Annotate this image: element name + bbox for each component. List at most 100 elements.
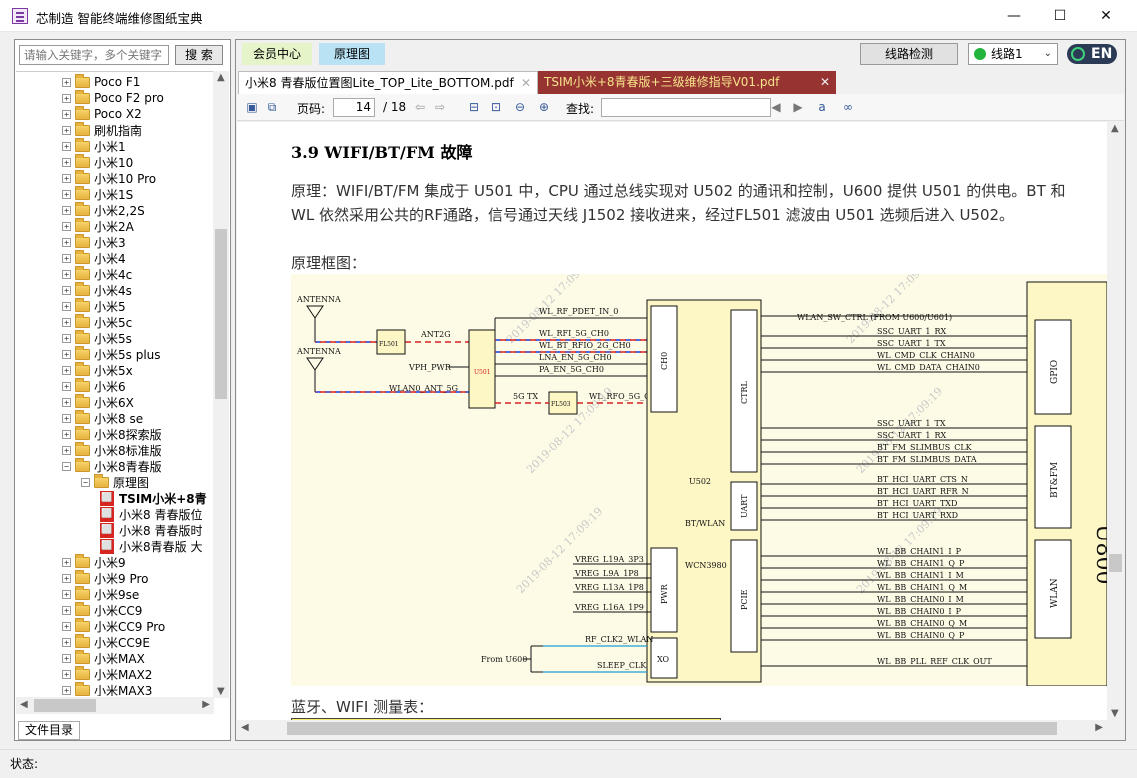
tree-item[interactable]: +小米3 bbox=[62, 233, 126, 250]
tree-item[interactable]: +小米4s bbox=[62, 281, 132, 298]
scroll-right-icon[interactable]: ▶ bbox=[1095, 722, 1103, 733]
binoculars-icon[interactable]: ∞ bbox=[843, 100, 853, 114]
tree-item[interactable]: +小米CC9E bbox=[62, 633, 150, 650]
expand-icon[interactable]: + bbox=[62, 397, 71, 407]
expand-icon[interactable]: + bbox=[62, 317, 71, 327]
page-number-input[interactable]: 14 bbox=[333, 98, 375, 117]
expand-icon[interactable]: + bbox=[62, 125, 71, 135]
scroll-left-icon[interactable]: ◀ bbox=[20, 699, 28, 710]
expand-icon[interactable]: + bbox=[62, 301, 71, 311]
prev-page-icon[interactable]: ⇦ bbox=[414, 100, 426, 114]
expand-icon[interactable]: + bbox=[62, 333, 71, 343]
expand-icon[interactable]: + bbox=[62, 669, 71, 679]
expand-icon[interactable]: + bbox=[62, 77, 71, 87]
search-input[interactable] bbox=[19, 45, 169, 65]
expand-icon[interactable]: + bbox=[62, 173, 71, 183]
tree-item[interactable]: +小米1S bbox=[62, 185, 133, 202]
tree-item[interactable]: +小米9se bbox=[62, 585, 139, 602]
scroll-left-icon[interactable]: ◀ bbox=[241, 722, 249, 733]
expand-icon[interactable]: + bbox=[62, 621, 71, 631]
doc-hscroll-thumb[interactable] bbox=[287, 722, 1057, 735]
expand-icon[interactable]: + bbox=[62, 109, 71, 119]
save-icon[interactable]: ▣ bbox=[246, 100, 258, 114]
tree-item[interactable]: −小米8青春版 bbox=[62, 457, 162, 474]
tree-item[interactable]: +Poco F1 bbox=[62, 73, 140, 90]
tree-horizontal-scrollbar[interactable]: ◀ ▶ bbox=[16, 697, 214, 714]
language-toggle[interactable]: EN bbox=[1067, 44, 1117, 64]
expand-icon[interactable]: + bbox=[62, 605, 71, 615]
tree-item[interactable]: ⬜TSIM小米+8青 bbox=[100, 490, 207, 506]
tree-item[interactable]: +小米4c bbox=[62, 265, 132, 282]
tree-item[interactable]: +小米8探索版 bbox=[62, 425, 162, 442]
find-prev-icon[interactable]: ◀ bbox=[771, 100, 781, 114]
match-case-icon[interactable]: a bbox=[818, 100, 826, 114]
tree-hscroll-thumb[interactable] bbox=[34, 699, 96, 712]
tree-item[interactable]: +小米8 se bbox=[62, 409, 143, 426]
tree-item[interactable]: +小米6X bbox=[62, 393, 134, 410]
doc-scroll-thumb[interactable] bbox=[1109, 554, 1122, 572]
doc-tab-repair-guide[interactable]: TSIM小米+8青春版+三级维修指导V01.pdf ✕ bbox=[538, 71, 836, 94]
tree-item[interactable]: ⬜小米8青春版 大 bbox=[100, 538, 202, 554]
tree-vertical-scrollbar[interactable]: ▲ ▼ bbox=[213, 71, 229, 698]
tree-item[interactable]: +小米MAX bbox=[62, 649, 145, 666]
expand-icon[interactable]: + bbox=[62, 93, 71, 103]
line-check-button[interactable]: 线路检测 bbox=[860, 43, 958, 65]
fit-page-icon[interactable]: ⊟ bbox=[468, 100, 480, 114]
scroll-down-icon[interactable]: ▼ bbox=[1111, 708, 1119, 719]
tree-item[interactable]: +小米4 bbox=[62, 249, 126, 266]
tree-item[interactable]: ⬜小米8 青春版时 bbox=[100, 522, 202, 538]
scroll-up-icon[interactable]: ▲ bbox=[1111, 123, 1119, 134]
minimize-button[interactable]: — bbox=[1007, 8, 1021, 24]
expand-icon[interactable]: + bbox=[62, 637, 71, 647]
scroll-up-icon[interactable]: ▲ bbox=[217, 72, 225, 83]
tree-item[interactable]: +小米10 bbox=[62, 153, 133, 170]
tree-item[interactable]: +刷机指南 bbox=[62, 121, 142, 138]
tree-item[interactable]: +小米5c bbox=[62, 313, 132, 330]
collapse-icon[interactable]: − bbox=[81, 477, 90, 487]
expand-icon[interactable]: + bbox=[62, 221, 71, 231]
file-directory-tab[interactable]: 文件目录 bbox=[18, 721, 80, 740]
tree-item[interactable]: ⬜小米8 青春版位 bbox=[100, 506, 202, 522]
tree-item[interactable]: +小米9 Pro bbox=[62, 569, 149, 586]
expand-icon[interactable]: + bbox=[62, 381, 71, 391]
tree-item[interactable]: +小米5 bbox=[62, 297, 126, 314]
tree-item[interactable]: +Poco X2 bbox=[62, 105, 142, 122]
zoom-out-icon[interactable]: ⊖ bbox=[514, 100, 526, 114]
line-select[interactable]: 线路1 ⌄ bbox=[968, 43, 1058, 65]
expand-icon[interactable]: + bbox=[62, 365, 71, 375]
tab-vip-center[interactable]: 会员中心 bbox=[242, 43, 312, 65]
expand-icon[interactable]: + bbox=[62, 285, 71, 295]
fit-width-icon[interactable]: ⊡ bbox=[490, 100, 502, 114]
tree-item[interactable]: +小米9 bbox=[62, 553, 126, 570]
expand-icon[interactable]: + bbox=[62, 349, 71, 359]
expand-icon[interactable]: + bbox=[62, 269, 71, 279]
tree-item[interactable]: −原理图 bbox=[81, 473, 149, 490]
tree-item[interactable]: +小米5s plus bbox=[62, 345, 161, 362]
zoom-in-icon[interactable]: ⊕ bbox=[538, 100, 550, 114]
expand-icon[interactable]: + bbox=[62, 157, 71, 167]
tree-item[interactable]: +小米MAX3 bbox=[62, 681, 152, 696]
next-page-icon[interactable]: ⇨ bbox=[434, 100, 446, 114]
expand-icon[interactable]: + bbox=[62, 445, 71, 455]
expand-icon[interactable]: + bbox=[62, 429, 71, 439]
collapse-icon[interactable]: − bbox=[62, 461, 71, 471]
tree-item[interactable]: +小米MAX2 bbox=[62, 665, 152, 682]
tree-item[interactable]: +小米1 bbox=[62, 137, 126, 154]
tab-schematic[interactable]: 原理图 bbox=[319, 43, 385, 65]
expand-icon[interactable]: + bbox=[62, 685, 71, 695]
tree-item[interactable]: +Poco F2 pro bbox=[62, 89, 164, 106]
tree-item[interactable]: +小米2,2S bbox=[62, 201, 145, 218]
close-tab-icon[interactable]: ✕ bbox=[520, 76, 531, 90]
scroll-right-icon[interactable]: ▶ bbox=[202, 699, 210, 710]
close-tab-icon[interactable]: ✕ bbox=[819, 75, 830, 89]
expand-icon[interactable]: + bbox=[62, 653, 71, 663]
expand-icon[interactable]: + bbox=[62, 573, 71, 583]
expand-icon[interactable]: + bbox=[62, 557, 71, 567]
tree-item[interactable]: +小米5x bbox=[62, 361, 133, 378]
tree-item[interactable]: +小米CC9 Pro bbox=[62, 617, 165, 634]
find-next-icon[interactable]: ▶ bbox=[793, 100, 803, 114]
maximize-button[interactable]: ☐ bbox=[1053, 8, 1067, 24]
tree-scroll-thumb[interactable] bbox=[215, 229, 227, 399]
expand-icon[interactable]: + bbox=[62, 413, 71, 423]
tree-item[interactable]: +小米CC9 bbox=[62, 601, 142, 618]
